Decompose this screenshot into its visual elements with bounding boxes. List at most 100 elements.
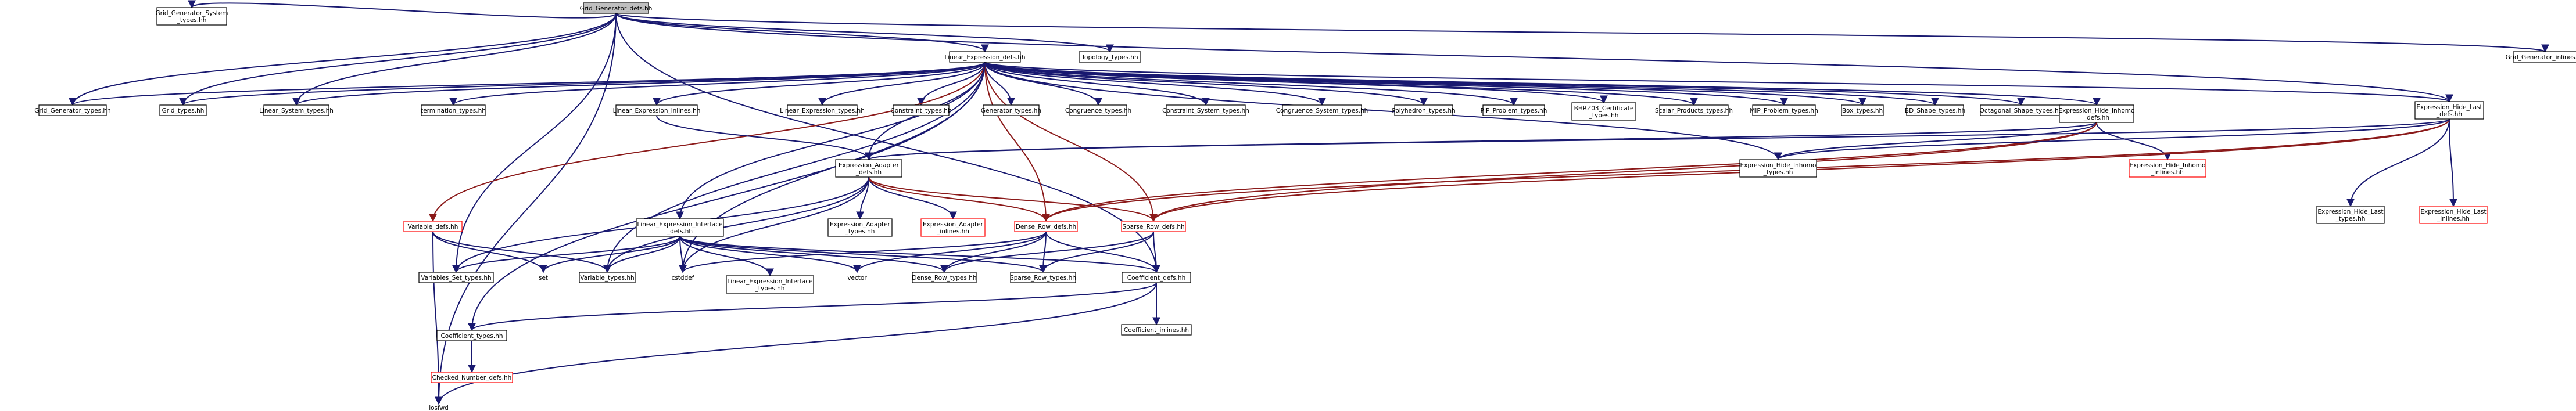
edge-linear-expr-interface-defs-to-vector	[679, 236, 861, 273]
node-expr-hide-last-defs[interactable]: Expression_Hide_Last_defs.hh	[2414, 101, 2484, 120]
node-expr-hide-last-types[interactable]: Expression_Hide_Last_types.hh	[2316, 206, 2385, 224]
node-linear-expr-types[interactable]: Linear_Expression_types.hh	[780, 104, 865, 116]
node-box	[912, 272, 977, 283]
node-label: Octagonal_Shape_types.hh	[1980, 107, 2063, 114]
edge-expr-hide-last-defs-to-expr-adapter-defs	[865, 118, 2450, 161]
node-grid-gen-inlines[interactable]: Grid_Generator_inlines.hh	[2506, 51, 2576, 63]
node-generator-types[interactable]: Generator_types.hh	[981, 104, 1041, 116]
node-pip-problem-types[interactable]: PIP_Problem_types.hh	[1481, 104, 1547, 116]
edge-linear-expr-defs-to-constraint-types	[917, 62, 986, 106]
node-label: Linear_Expression_types.hh	[780, 107, 865, 114]
node-label: Expression_Hide_Last	[2416, 104, 2482, 111]
node-topology-types[interactable]: Topology_types.hh	[1079, 51, 1141, 63]
node-grid-gen-system-types[interactable]: Grid_Generator_System_types.hh	[155, 7, 228, 26]
node-linear-expr-interface-types[interactable]: Linear_Expression_Interface_types.hh	[726, 275, 814, 294]
node-expr-hide-inhomo-types[interactable]: Expression_Hide_Inhomo_types.hh	[1739, 159, 1817, 178]
edge-linear-expr-defs-to-linear-expr-inlines	[653, 62, 986, 106]
node-octagonal-shape-types[interactable]: Octagonal_Shape_types.hh	[1980, 104, 2063, 116]
node-box	[403, 221, 463, 232]
node-box-types[interactable]: Box_types.hh	[1841, 104, 1884, 116]
node-label: _defs.hh	[855, 169, 882, 176]
node-mip-problem-types[interactable]: MIP_Problem_types.hh	[1750, 104, 1818, 116]
node-label: Variable_types.hh	[580, 275, 634, 282]
node-label: Grid_Generator_System	[155, 10, 228, 17]
node-dense-row-types[interactable]: Dense_Row_types.hh	[912, 272, 977, 283]
edge-linear-expr-interface-defs-to-set	[539, 236, 680, 273]
node-box	[893, 104, 950, 116]
node-label: _inlines.hh	[936, 228, 969, 235]
node-linear-expr-inlines[interactable]: Linear_Expression_inlines.hh	[613, 104, 701, 116]
node-linear-expr-defs[interactable]: Linear_Expression_defs.hh	[944, 51, 1026, 63]
node-coefficient-defs[interactable]: Coefficient_defs.hh	[1122, 272, 1191, 283]
node-label: _types.hh	[845, 228, 875, 235]
node-polyhedron-types[interactable]: Polyhedron_types.hh	[1392, 104, 1456, 116]
node-box	[983, 104, 1040, 116]
node-label: vector	[847, 275, 867, 282]
edge-grid-gen-defs-to-linear-system-types	[292, 13, 617, 106]
node-constraint-types[interactable]: Constraint_types.hh	[890, 104, 952, 116]
node-box	[421, 104, 486, 116]
node-box	[827, 218, 893, 237]
edge-linear-expr-defs-to-linear-expr-types	[818, 62, 986, 106]
node-label: Expression_Hide_Last	[2420, 208, 2486, 215]
node-scalar-products-types[interactable]: Scalar_Products_types.hh	[1655, 104, 1733, 116]
node-bhrz03-types[interactable]: BHRZ03_Certificate_types.hh	[1571, 102, 1636, 121]
node-variables-set-types[interactable]: Variables_Set_types.hh	[418, 272, 494, 283]
node-label: _types.hh	[755, 285, 785, 292]
edge-grid-gen-defs-to-iosfwd	[435, 13, 617, 405]
node-congruence-system-types[interactable]: Congruence_System_types.hh	[1276, 104, 1368, 116]
node-grid-gen-defs[interactable]: Grid_Generator_defs.hh	[580, 2, 653, 14]
node-coefficient-inlines[interactable]: Coefficient_inlines.hh	[1121, 324, 1192, 336]
node-expr-adapter-defs[interactable]: Expression_Adapter_defs.hh	[835, 159, 902, 178]
node-coefficient-types[interactable]: Coefficient_types.hh	[436, 330, 507, 341]
node-label: _inlines.hh	[2151, 169, 2184, 176]
node-sparse-row-types[interactable]: Sparse_Row_types.hh	[1010, 272, 1076, 283]
node-expr-hide-inhomo-inlines[interactable]: Expression_Hide_Inhomo_inlines.hh	[2129, 159, 2206, 178]
node-grid-types[interactable]: Grid_types.hh	[159, 104, 207, 116]
node-label: Sparse_Row_defs.hh	[1122, 223, 1184, 230]
edge-linear-expr-interface-defs-to-coefficient-defs	[679, 236, 1160, 273]
edge-expr-adapter-defs-to-expr-adapter-types	[856, 176, 869, 220]
edge-grid-gen-defs-to-variables-set-types	[452, 13, 617, 273]
node-iosfwd: iosfwd	[429, 405, 449, 411]
node-label: Constraint_types.hh	[890, 107, 951, 114]
node-box	[2129, 159, 2206, 178]
node-expr-adapter-types[interactable]: Expression_Adapter_types.hh	[827, 218, 893, 237]
node-box	[1122, 272, 1191, 283]
node-linear-expr-interface-defs[interactable]: Linear_Expression_Interface_defs.hh	[636, 218, 724, 237]
node-sparse-row-defs[interactable]: Sparse_Row_defs.hh	[1121, 221, 1186, 232]
node-linear-system-types[interactable]: Linear_System_types.hh	[259, 104, 334, 116]
node-label: Linear_Expression_inlines.hh	[613, 107, 701, 114]
node-box	[159, 104, 207, 116]
edge-linear-expr-defs-to-sparse-row-defs	[984, 62, 1158, 222]
node-expr-hide-inhomo-defs[interactable]: Expression_Hide_Inhomo_defs.hh	[2059, 104, 2135, 123]
node-label: Expression_Adapter	[839, 162, 900, 169]
node-expr-hide-last-inlines[interactable]: Expression_Hide_Last_inlines.hh	[2419, 206, 2488, 224]
edge-grid-gen-defs-to-grid-gen-system-types	[188, 0, 617, 19]
node-label: Grid_Generator_inlines.hh	[2506, 54, 2576, 61]
node-congruence-types[interactable]: Congruence_types.hh	[1065, 104, 1131, 116]
edge-linear-expr-defs-to-mip-problem-types	[984, 62, 1788, 106]
edge-linear-expr-defs-to-linear-system-types	[292, 62, 986, 106]
node-box	[787, 104, 858, 116]
node-expr-adapter-inlines[interactable]: Expression_Adapter_inlines.hh	[920, 218, 986, 237]
node-box	[1659, 104, 1729, 116]
node-checked-number-defs[interactable]: Checked_Number_defs.hh	[431, 372, 513, 383]
edge-linear-expr-defs-to-variable-types	[603, 62, 986, 273]
node-box	[1079, 51, 1141, 63]
node-box	[1121, 221, 1186, 232]
node-grid-gen-types[interactable]: Grid_Generator_types.hh	[34, 104, 111, 116]
node-label: _defs.hh	[2436, 111, 2462, 118]
edge-dense-row-defs-to-vector	[853, 231, 1047, 273]
node-variable-defs[interactable]: Variable_defs.hh	[403, 221, 463, 232]
node-box	[636, 218, 724, 237]
node-dense-row-defs[interactable]: Dense_Row_defs.hh	[1014, 221, 1078, 232]
node-termination-types[interactable]: termination_types.hh	[421, 104, 486, 116]
node-constraint-system-types[interactable]: Constraint_System_types.hh	[1162, 104, 1249, 116]
node-label: Variable_defs.hh	[408, 223, 458, 230]
node-label: cstddef	[672, 275, 694, 282]
node-variable-types[interactable]: Variable_types.hh	[579, 272, 636, 283]
node-bd-shape-types[interactable]: BD_Shape_types.hh	[1905, 104, 1965, 116]
node-label: termination_types.hh	[421, 107, 486, 114]
